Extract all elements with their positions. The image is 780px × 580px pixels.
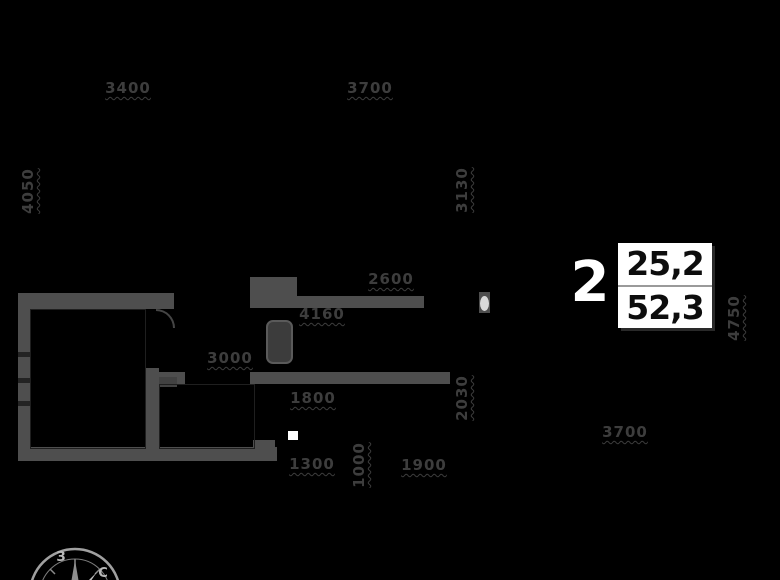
dimension-label: 3700 bbox=[347, 79, 393, 97]
dimension-label: 1300 bbox=[289, 455, 335, 473]
wall-segment bbox=[253, 440, 275, 461]
window-tick bbox=[18, 401, 30, 406]
dimension-label: 3000 bbox=[207, 349, 253, 367]
dimension-label: 1800 bbox=[290, 389, 336, 407]
compass-north-label: С bbox=[98, 566, 108, 580]
window-tick bbox=[18, 352, 30, 357]
door-arc bbox=[156, 309, 175, 328]
dimension-label: 3130 bbox=[453, 167, 471, 213]
living-area-value: 25,2 bbox=[618, 243, 712, 287]
dimension-label: 2030 bbox=[453, 375, 471, 421]
dimension-label: 4050 bbox=[19, 168, 37, 214]
room-outline bbox=[30, 309, 146, 449]
wall-segment bbox=[250, 296, 424, 308]
wall-segment bbox=[250, 372, 450, 384]
window-tick bbox=[18, 378, 30, 383]
compass-needle bbox=[89, 572, 97, 580]
compass-rose-icon: З С bbox=[28, 547, 122, 580]
dimension-label: 1000 bbox=[350, 442, 368, 488]
bathtub-icon bbox=[266, 320, 293, 364]
door-handle-marker bbox=[480, 296, 489, 311]
total-area-value: 52,3 bbox=[626, 287, 704, 327]
dimension-label: 2600 bbox=[368, 270, 414, 288]
compass-west-label: З bbox=[56, 550, 65, 565]
compass-star bbox=[71, 560, 79, 580]
dimension-label: 4750 bbox=[725, 295, 743, 341]
dimension-label: 3400 bbox=[105, 79, 151, 97]
sink-marker bbox=[288, 431, 298, 440]
wall-segment bbox=[18, 293, 30, 461]
area-info-box: 25,2 52,3 bbox=[618, 243, 712, 328]
dimension-label: 1900 bbox=[401, 456, 447, 474]
dimension-label: 3700 bbox=[602, 423, 648, 441]
wall-segment bbox=[145, 368, 159, 461]
wall-segment bbox=[159, 377, 177, 387]
room-outline bbox=[159, 384, 255, 449]
wall-segment bbox=[18, 293, 174, 309]
wall-segment bbox=[250, 277, 297, 297]
dimension-label: 4160 bbox=[299, 305, 345, 323]
rooms-count: 2 bbox=[570, 250, 610, 315]
